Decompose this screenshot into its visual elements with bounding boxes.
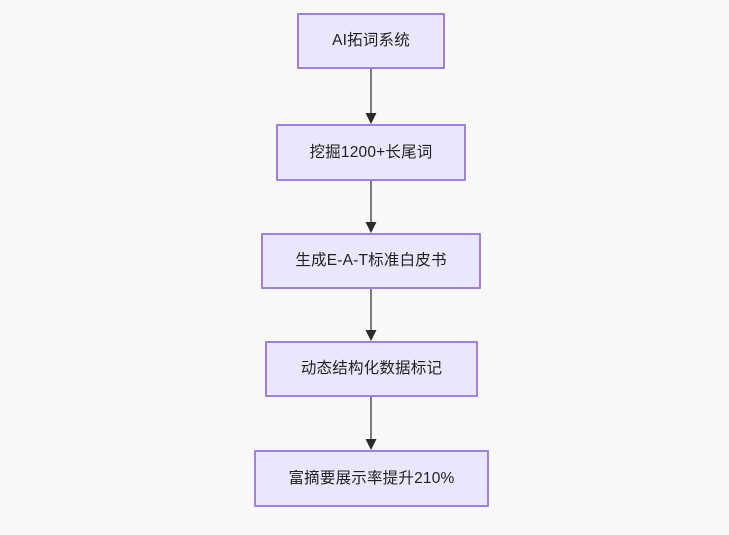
flow-node-rich-snippet-rate-increase[interactable]: 富摘要展示率提升210% — [254, 450, 489, 507]
flow-node-mine-longtail-keywords[interactable]: 挖掘1200+长尾词 — [276, 124, 466, 181]
flow-node-label: 生成E-A-T标准白皮书 — [295, 252, 447, 270]
flow-node-ai-keyword-system[interactable]: AI拓词系统 — [297, 13, 445, 69]
flow-node-dynamic-structured-data-markup[interactable]: 动态结构化数据标记 — [265, 341, 478, 397]
flow-node-label: 富摘要展示率提升210% — [288, 469, 455, 487]
edge-node-1-to-node-2 — [365, 69, 377, 124]
edge-node-3-to-node-4 — [365, 289, 377, 341]
edge-node-2-to-node-3 — [365, 181, 377, 233]
flow-node-generate-eat-whitepaper[interactable]: 生成E-A-T标准白皮书 — [261, 233, 481, 289]
flow-node-label: AI拓词系统 — [332, 32, 410, 50]
flow-node-label: 挖掘1200+长尾词 — [309, 143, 433, 161]
flow-node-label: 动态结构化数据标记 — [300, 360, 443, 378]
edge-node-4-to-node-5 — [365, 397, 377, 450]
